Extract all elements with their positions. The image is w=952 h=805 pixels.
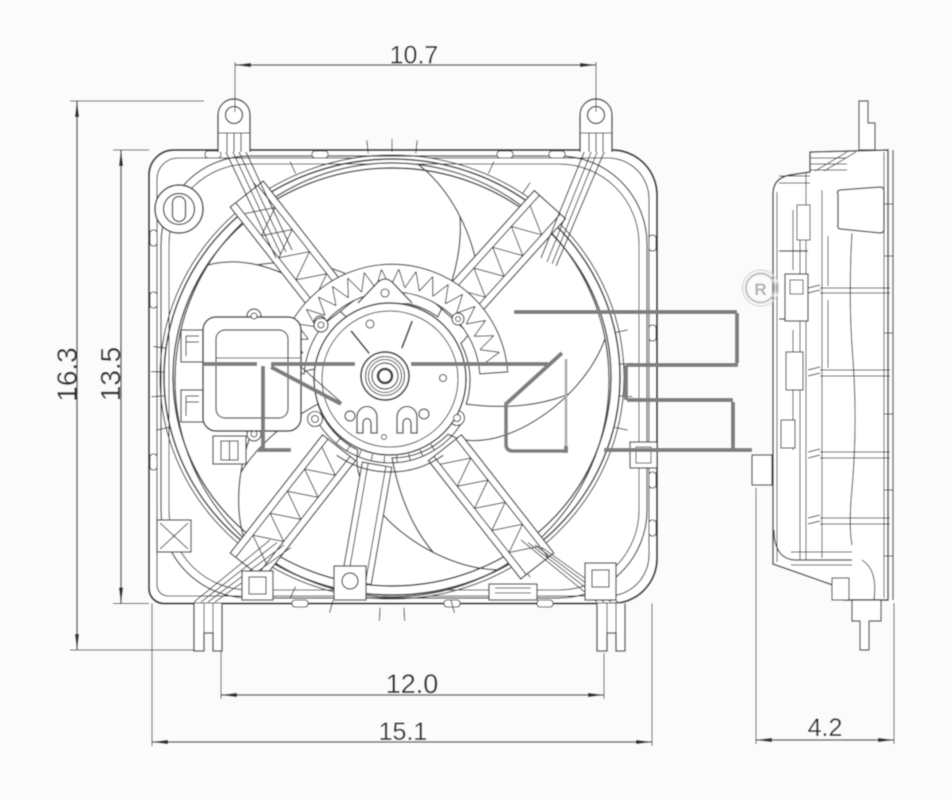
svg-text:10.7: 10.7 bbox=[390, 42, 439, 70]
svg-text:13.5: 13.5 bbox=[95, 347, 126, 402]
svg-text:R: R bbox=[754, 280, 766, 299]
svg-text:12.0: 12.0 bbox=[386, 669, 439, 699]
svg-text:4.2: 4.2 bbox=[808, 714, 843, 742]
svg-text:15.1: 15.1 bbox=[379, 718, 428, 746]
svg-text:16.3: 16.3 bbox=[52, 347, 83, 402]
